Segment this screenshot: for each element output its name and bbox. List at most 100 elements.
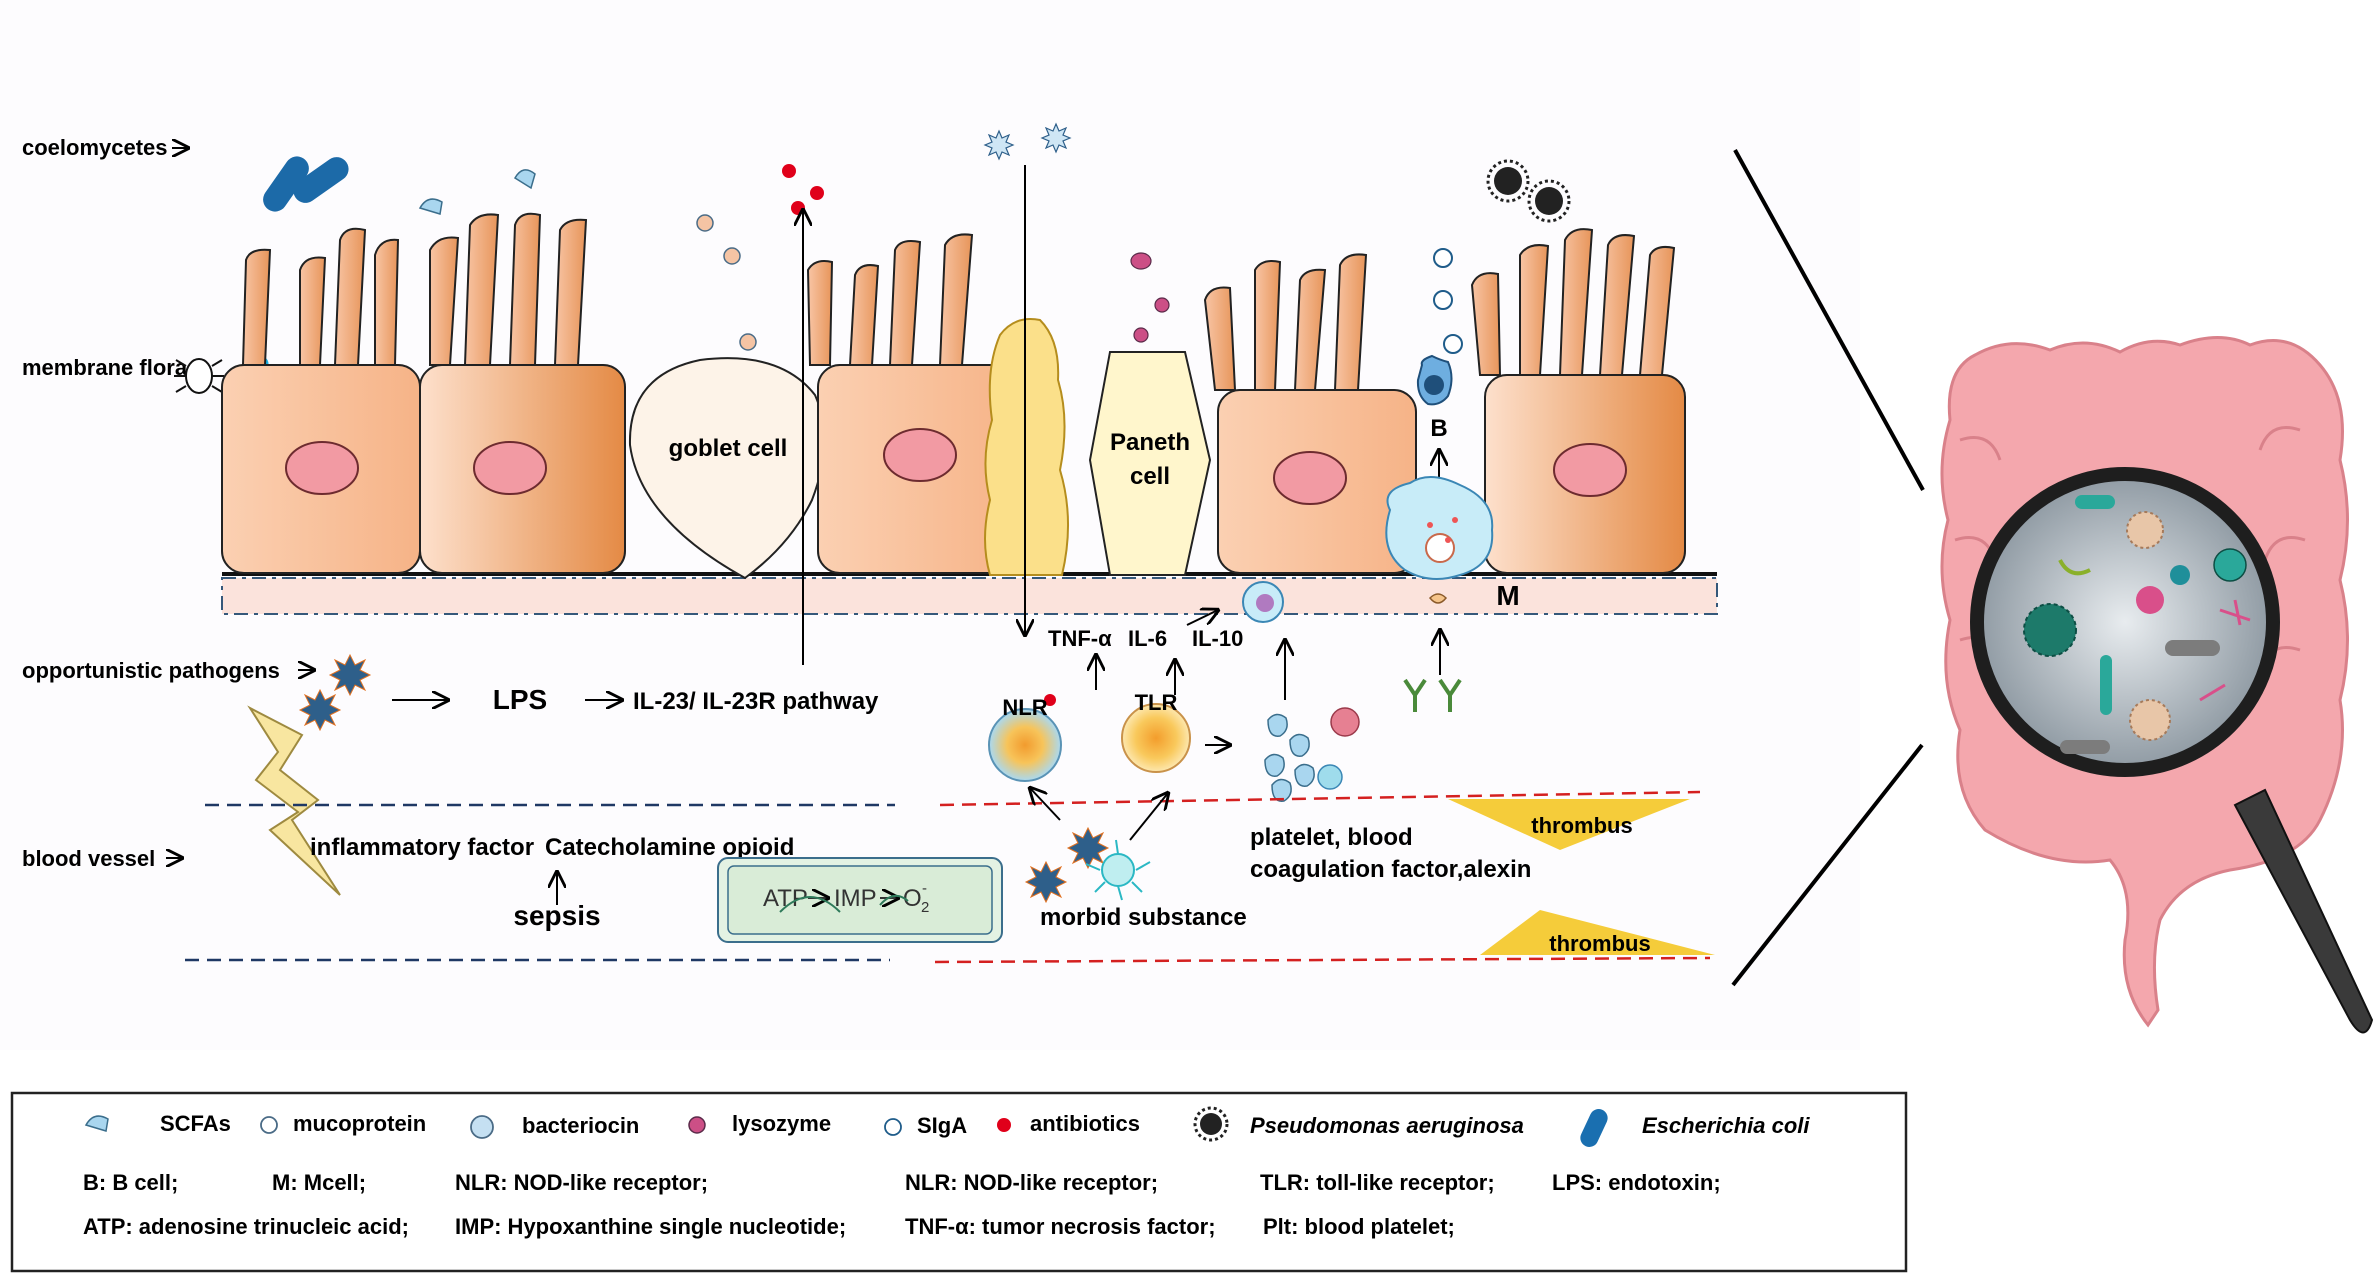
pathogen-star-icon: [298, 688, 342, 732]
abbr-plt: Plt: blood platelet;: [1263, 1214, 1455, 1239]
paneth-cell: [1088, 351, 1212, 576]
m-cell-label: M: [1496, 580, 1519, 611]
abbr-nlr-2: NLR: NOD-like receptor;: [905, 1170, 1158, 1195]
legend-scfa-icon: [84, 1115, 109, 1132]
membrane-bug-icon: [174, 358, 224, 394]
villi-cell-4: [1203, 253, 1368, 391]
magnifier-icon: [1970, 467, 2374, 1034]
legend-lysozyme-icon: [688, 1116, 706, 1134]
lps-label: LPS: [493, 684, 547, 715]
abbr-imp: IMP: Hypoxanthine single nucleotide;: [455, 1214, 846, 1239]
abbr-lps: LPS: endotoxin;: [1552, 1170, 1721, 1195]
lysozyme-icon: [1154, 297, 1170, 313]
thrombus-shape-1: [1448, 799, 1690, 850]
vessel-bottom-line-right: [934, 956, 1711, 964]
o2-label: O: [903, 885, 922, 912]
legend-pseudomonas: Pseudomonas aeruginosa: [1250, 1113, 1524, 1138]
lightning-icon: [247, 705, 341, 896]
scfa-icon: [418, 198, 443, 215]
label-opportunistic-pathogens: opportunistic pathogens: [22, 658, 280, 683]
platelet-cluster-icon: [1264, 707, 1360, 802]
lysozyme-icon: [1130, 252, 1152, 270]
nucleus: [883, 428, 957, 482]
label-blood-vessel: blood vessel: [22, 846, 155, 871]
morbid-to-tlr-arrow: [1129, 793, 1168, 841]
villi-cell-2: [429, 212, 588, 366]
scfa-icon: [513, 169, 536, 190]
abbr-m: M: Mcell;: [272, 1170, 366, 1195]
tnf-label: TNF-α: [1048, 626, 1112, 651]
siga-icon: [1443, 334, 1463, 354]
b-cell: [1416, 354, 1453, 406]
tlr-label: TLR: [1135, 690, 1178, 715]
legend-pseudomonas-icon: [1193, 1106, 1229, 1142]
abbr-b: B: B cell;: [83, 1170, 178, 1195]
il10-label: IL-10: [1192, 626, 1243, 651]
label-coelomycetes: coelomycetes: [22, 135, 168, 160]
mucoprotein-icon: [696, 214, 714, 232]
o2-subscript: 2: [921, 899, 929, 916]
il6-label: IL-6: [1128, 626, 1167, 651]
legend-antibiotics: antibiotics: [1030, 1111, 1140, 1136]
legend-mucoprotein: mucoprotein: [293, 1111, 426, 1136]
mucoprotein-icon: [739, 333, 757, 351]
legend-lysozyme: lysozyme: [732, 1111, 831, 1136]
nucleus: [473, 441, 547, 495]
mucoprotein-icon: [723, 247, 741, 265]
paneth-label-line1: Paneth: [1110, 429, 1190, 456]
sepsis-label: sepsis: [513, 900, 600, 931]
il23-label: IL-23/ IL-23R pathway: [633, 688, 879, 715]
abbr-tnf: TNF-α: tumor necrosis factor;: [905, 1214, 1216, 1239]
legend-mucoprotein-icon: [260, 1116, 278, 1134]
antibiotic-icon: [810, 186, 824, 200]
nlr-label: NLR: [1002, 695, 1047, 720]
legend-scfa: SCFAs: [160, 1111, 231, 1136]
thrombus-shape-2: [1480, 910, 1715, 955]
catecholamine-label: Catecholamine opioid: [545, 834, 794, 861]
star-molecule-icon: [983, 129, 1015, 161]
legend-ecoli-icon: [1580, 1109, 1608, 1147]
membrane-band: [221, 577, 1718, 615]
nucleus: [1273, 451, 1347, 505]
abbr-atp: ATP: adenosine trinucleic acid;: [83, 1214, 409, 1239]
yellow-cell: [984, 318, 1070, 576]
inflammatory-label: inflammatory factor: [310, 834, 534, 861]
o2-superscript: -: [922, 880, 927, 897]
nlr-cell: [988, 694, 1062, 782]
b-cell-label: B: [1430, 415, 1447, 442]
villi-cell-3: [806, 233, 974, 366]
siga-icon: [1433, 248, 1453, 268]
legend-antibiotic-icon: [997, 1118, 1011, 1132]
legend-bacteriocin: bacteriocin: [522, 1113, 639, 1138]
nucleus: [1553, 443, 1627, 497]
lysozyme-icon: [1133, 327, 1149, 343]
abbr-tlr: TLR: toll-like receptor;: [1260, 1170, 1495, 1195]
morbid-label: morbid substance: [1040, 904, 1247, 931]
label-membrane-flora: membrane flora: [22, 355, 188, 380]
platelet-label-line1: platelet, blood: [1250, 824, 1413, 851]
goblet-cell: [628, 357, 826, 580]
tlr-cell: [1121, 703, 1191, 773]
antibody-icon: [1403, 678, 1462, 712]
morbid-to-nlr-arrow: [1030, 788, 1061, 821]
zoom-connector-top: [1733, 149, 1925, 491]
morbid-substance-icon: [1024, 826, 1151, 904]
il6-to-cell-arrow: [1186, 610, 1218, 626]
star-molecule-icon: [1040, 122, 1072, 154]
thrombus-label-2: thrombus: [1549, 931, 1650, 956]
antibiotic-icon: [782, 164, 796, 178]
legend-siga-icon: [884, 1118, 902, 1136]
goblet-cell-label: goblet cell: [669, 435, 788, 462]
legend-siga: SIgA: [917, 1113, 967, 1138]
nucleus: [285, 441, 359, 495]
abbr-nlr: NLR: NOD-like receptor;: [455, 1170, 708, 1195]
m-cell: [1385, 476, 1494, 580]
platelet-label-line2: coagulation factor,alexin: [1250, 856, 1531, 883]
small-cell-icon: [1428, 593, 1448, 604]
paneth-label-line2: cell: [1130, 463, 1170, 490]
pseudomonas-icon: [1486, 159, 1571, 223]
atp-swirl: [879, 894, 909, 906]
imp-label: IMP: [834, 885, 877, 912]
